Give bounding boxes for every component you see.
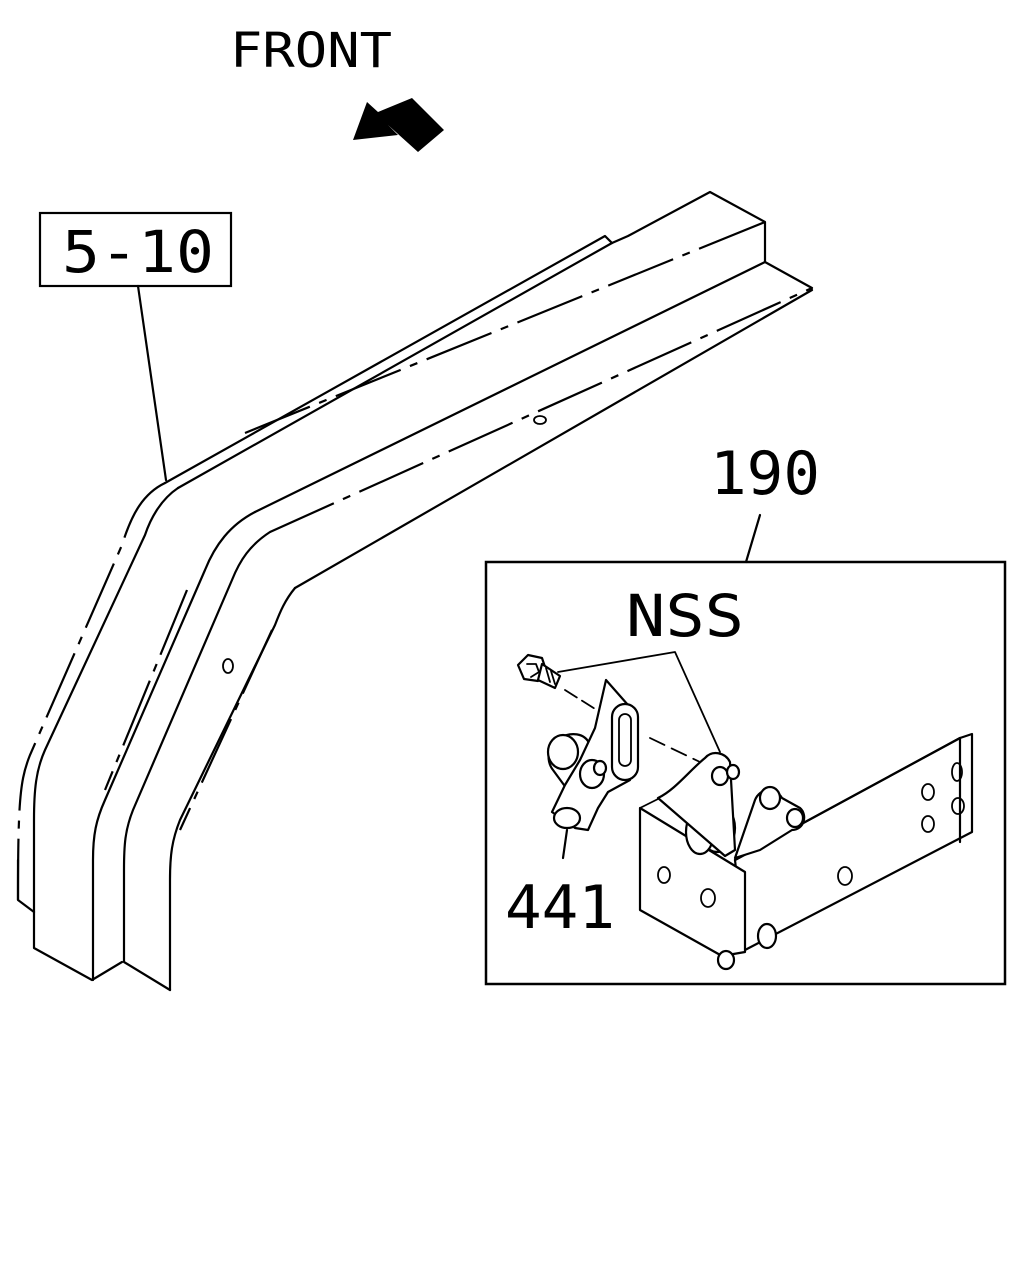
ref-box <box>38 211 233 288</box>
nss-leader-lines <box>557 651 721 753</box>
part-441-number: 441 <box>505 873 615 943</box>
front-label: FRONT <box>230 23 392 79</box>
assembly-number: 190 <box>710 439 820 509</box>
ref-box-label: 5-10 <box>62 218 214 286</box>
assembly-leader-line <box>744 513 762 564</box>
bracket-assembly <box>638 732 974 971</box>
nss-label: NSS <box>626 582 744 650</box>
frame-rail <box>16 190 814 992</box>
assembly-detail-box <box>484 560 1007 986</box>
part-441 <box>546 678 701 832</box>
bolt-icon <box>516 653 601 713</box>
part-441-leader-line <box>561 828 569 860</box>
front-arrow-icon <box>353 98 444 152</box>
ref-leader-line <box>136 284 168 482</box>
